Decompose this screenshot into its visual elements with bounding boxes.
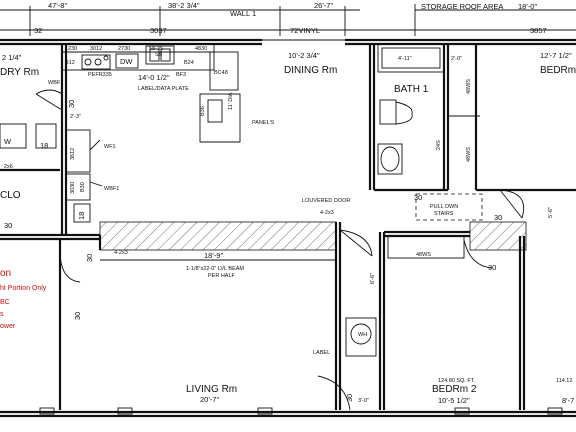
num-30-d: 30 [73,312,82,320]
note-3: BC [0,299,10,306]
num-b30: B30 [80,182,86,192]
dim-4-2x3-a: 4-2x3 [114,250,128,256]
wf1-b: WF1 [104,144,116,150]
kitchen-pefr335: PEFR335 [88,72,112,78]
wall-1-label: WALL 1 [230,9,256,18]
stairs-label: STAIRS [434,211,454,217]
num-3612: 3612 [70,148,76,160]
num-18: 18 [40,141,48,150]
note-4: s [0,311,4,318]
bath-dim: 4'-11" [398,56,412,62]
storage-roof-area: STORAGE ROOF AREA [421,2,503,11]
bedroom-top [476,188,576,219]
kitchen-b36: B36 [200,106,206,116]
beam-spec: 1-1/8"x22-0" LVL BEAM [186,266,244,272]
num-32: 32 [34,26,42,35]
bedroom-right-sqft: 114.12 [556,378,572,384]
wbf1-a: WBF1 [48,80,63,86]
washer-w: W [4,137,12,146]
wbf1-c: WBF1 [104,186,119,192]
num-30-c: 30 [85,254,94,262]
bedroom-2 [387,235,526,410]
ws48-c: 48WS [416,252,431,258]
kitchen-b24: B24 [184,60,194,66]
num-18-b: 18 [77,212,86,220]
bedroom2-sqft: 124.80 SQ. FT. [438,378,475,384]
room-bath: BATH 1 [394,84,429,95]
dining-dim: 10'-2 3/4" [288,51,320,60]
bedroom-top-dim: 12'-7 1/2" [540,51,572,60]
kitchen-dw: DW [120,57,133,66]
num-30-e: 30 [414,193,422,202]
water-heater: WH [358,332,367,338]
dims-3-0: 3'-0" [358,398,369,404]
num-2x6: 2x6 [4,164,13,170]
room-living: LIVING Rm [186,384,237,395]
dim-4-2x3-b: 4-2x3 [320,210,334,216]
kitchen-1230: 1230 [65,46,77,52]
pull-down-stairs [415,193,483,221]
pull-down-label: PULL DWN [430,204,458,210]
kitchen-sb: SB [155,52,163,58]
laundry-dim: 2 1/4" [2,53,22,62]
kitchen-4830: 4830 [195,46,207,52]
dim-18-0: 18'-0" [518,2,537,11]
bedroom2-dim: 10'-5 1/2" [438,396,470,405]
dim-2-3: 2'-3" [70,114,81,120]
num-30-g: 30 [345,394,354,402]
ws48-a: 48WS [466,79,472,94]
beam-span: 18'-9" [204,251,223,260]
room-laundry: DRY Rm [0,67,39,78]
num-3030: 3030 [70,182,76,194]
dims-5-6: 5'-6" [548,207,554,218]
room-dining: DINING Rm [284,65,337,76]
ws24: 24S [436,140,442,150]
beam-area [98,221,527,261]
num-3037: 3037 [150,26,167,35]
bath-side-dim: 2'-0" [451,56,462,62]
label-data-plate: LABEL/DATA PLATE [138,86,189,92]
num-30-a: 30 [67,100,76,108]
label-tag: LABEL [313,350,330,356]
bath-area [368,43,480,192]
kitchen-sink-code: 58-35 [149,46,163,52]
kitchen-counters [61,43,241,143]
dim-38-2: 38'-2 3/4" [168,1,200,10]
num-72vinyl: 72VINYL [290,26,320,35]
num-30-f: 30 [494,213,502,222]
top-dimension-lines [0,4,576,36]
dims-6-6: 6'-6" [370,273,376,284]
kitchen-bc48: BC48 [214,70,228,76]
bedroom-right-dim: 8'-7 [562,396,574,405]
laundry-area [0,44,103,241]
room-bedroom-top: BEDRm [540,65,576,76]
dim-26-7: 26'-7" [314,1,333,10]
ws48-b: 48WS [466,147,472,162]
beam-note: PER HALF [208,273,236,279]
kitchen-3012: 3012 [90,46,102,52]
panels-label: PANEL'S [252,120,275,126]
louvered-door: LOUVERED DOOR [302,198,350,204]
dim-47-8: 47'-8" [48,1,67,10]
room-closet: CLO [0,190,21,201]
note-2: ht Portion Only [0,285,47,292]
kitchen-width: 14'-0 1/2" [138,73,170,82]
note-5: ower [0,323,16,330]
num-30-h: 30 [488,263,496,272]
kitchen-2730: 2730 [118,46,130,52]
note-1: on [0,268,11,279]
num-30-b: 30 [4,221,12,230]
kitchen-bf3: BF3 [176,72,186,78]
door-swing-left [59,249,81,283]
num-3857: 3857 [530,26,547,35]
kitchen-b12: B12 [65,60,75,66]
living-dim: 20'-7" [200,395,219,404]
kitchen-island-dia: 11' DIA [228,92,234,110]
room-bedroom-2: BEDRm 2 [432,384,477,395]
